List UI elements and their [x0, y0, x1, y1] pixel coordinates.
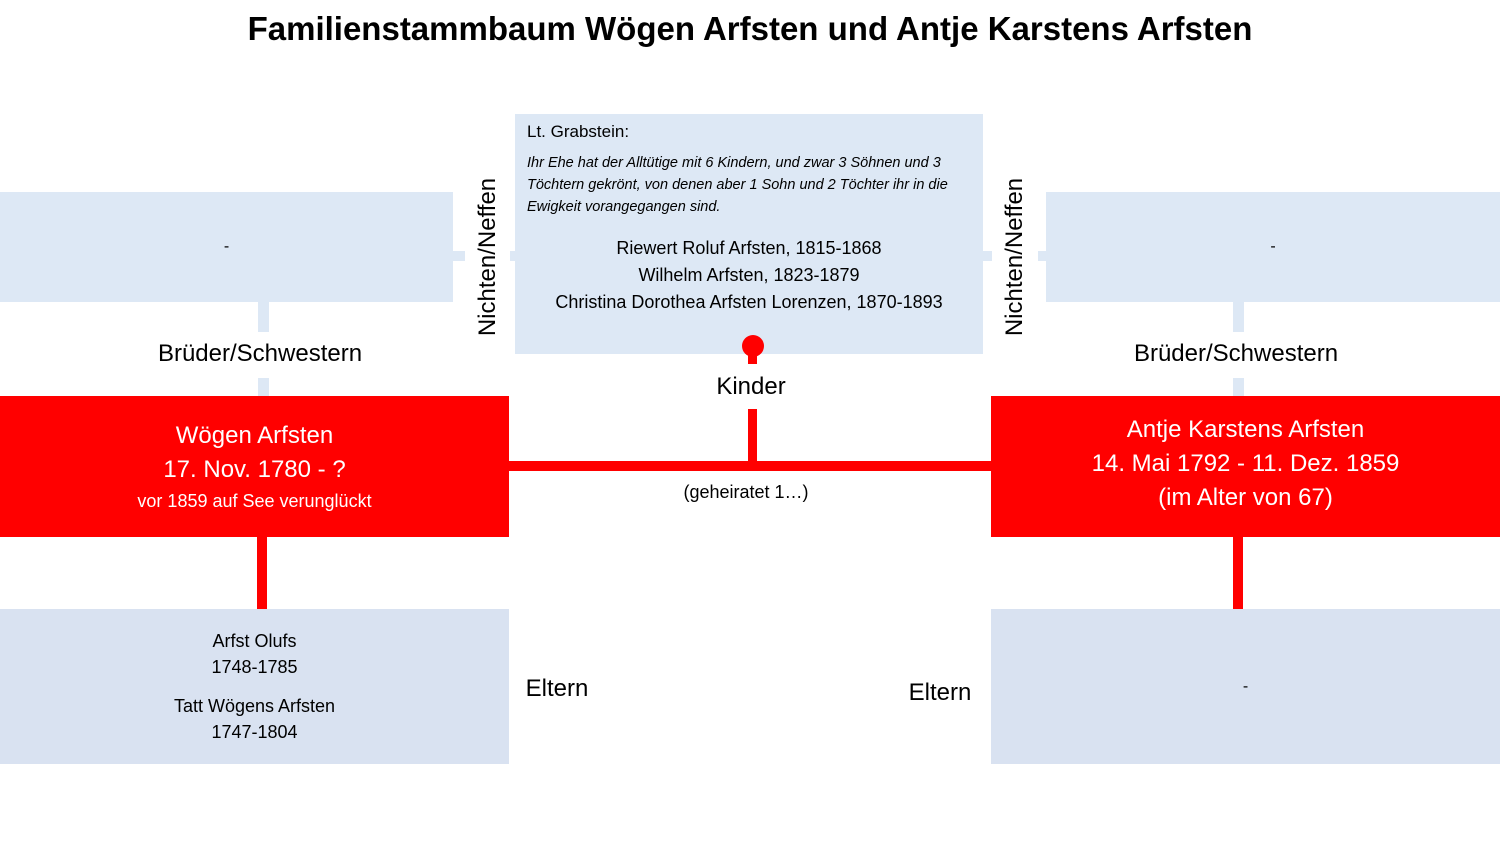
- husband-dates: 17. Nov. 1780 - ?: [163, 455, 346, 483]
- left-nieces-connector-b: [510, 251, 516, 261]
- father-name: Arfst Olufs: [212, 631, 297, 651]
- children-quote: Ihr Ehe hat der Alltütige mit 6 Kindern,…: [527, 155, 948, 215]
- left-siblings-content: -: [223, 238, 230, 255]
- children-name-list: Riewert Roluf Arfsten, 1815-1868 Wilhelm…: [527, 235, 971, 316]
- right-siblings-connector-top: [1233, 302, 1244, 332]
- right-parents-box: -: [991, 609, 1500, 764]
- page-title: Familienstammbaum Wögen Arfsten und Antj…: [247, 10, 1253, 47]
- mother-name: Tatt Wögens Arfsten: [173, 696, 336, 716]
- right-nieces-label: Nichten/Neffen: [1001, 177, 1028, 337]
- marriage-label: (geheiratet 1…): [683, 482, 809, 502]
- left-siblings-box: -: [0, 192, 453, 302]
- right-siblings-box: -: [1046, 192, 1500, 302]
- right-parents-label: Eltern: [908, 679, 972, 706]
- child-name: Christina Dorothea Arfsten Lorenzen, 187…: [555, 292, 943, 312]
- husband-to-parents-line: [257, 537, 267, 609]
- children-to-marriage-line: [748, 409, 757, 465]
- child-name: Riewert Roluf Arfsten, 1815-1868: [616, 238, 882, 258]
- children-pin-stem: [748, 350, 757, 364]
- father-dates: 1748-1785: [211, 657, 298, 677]
- left-siblings-connector-top: [258, 302, 269, 332]
- right-nieces-connector-a: [983, 251, 992, 261]
- children-box: Lt. Grabstein: Ihr Ehe hat der Alltütige…: [515, 114, 983, 354]
- right-siblings-label: Brüder/Schwestern: [1133, 340, 1339, 367]
- mother-dates: 1747-1804: [211, 722, 298, 742]
- right-parents-content: -: [1242, 677, 1249, 695]
- marriage-line: [509, 461, 991, 471]
- child-name: Wilhelm Arfsten, 1823-1879: [638, 265, 860, 285]
- wife-dates: 14. Mai 1792 - 11. Dez. 1859: [1091, 450, 1400, 477]
- left-nieces-connector-a: [453, 251, 465, 261]
- left-siblings-label: Brüder/Schwestern: [157, 340, 363, 367]
- children-label: Kinder: [716, 373, 786, 400]
- left-parents-box: Arfst Olufs 1748-1785 Tatt Wögens Arfste…: [0, 609, 509, 764]
- wife-to-parents-line: [1233, 537, 1243, 609]
- right-siblings-content: -: [1270, 238, 1276, 255]
- husband-note: vor 1859 auf See verunglückt: [137, 490, 372, 511]
- left-siblings-connector-bottom: [258, 378, 269, 396]
- right-siblings-connector-bottom: [1233, 378, 1244, 396]
- wife-box: Antje Karstens Arfsten 14. Mai 1792 - 11…: [991, 396, 1500, 537]
- husband-box: Wögen Arfsten 17. Nov. 1780 - ? vor 1859…: [0, 396, 509, 537]
- wife-name: Antje Karstens Arfsten: [1126, 416, 1365, 443]
- right-nieces-connector-b: [1038, 251, 1046, 261]
- husband-name: Wögen Arfsten: [175, 421, 334, 449]
- left-nieces-label: Nichten/Neffen: [474, 177, 501, 337]
- left-parents-label: Eltern: [525, 675, 589, 702]
- children-heading: Lt. Grabstein:: [527, 122, 630, 141]
- wife-note: (im Alter von 67): [1158, 484, 1333, 511]
- children-pin-dot: [742, 335, 764, 357]
